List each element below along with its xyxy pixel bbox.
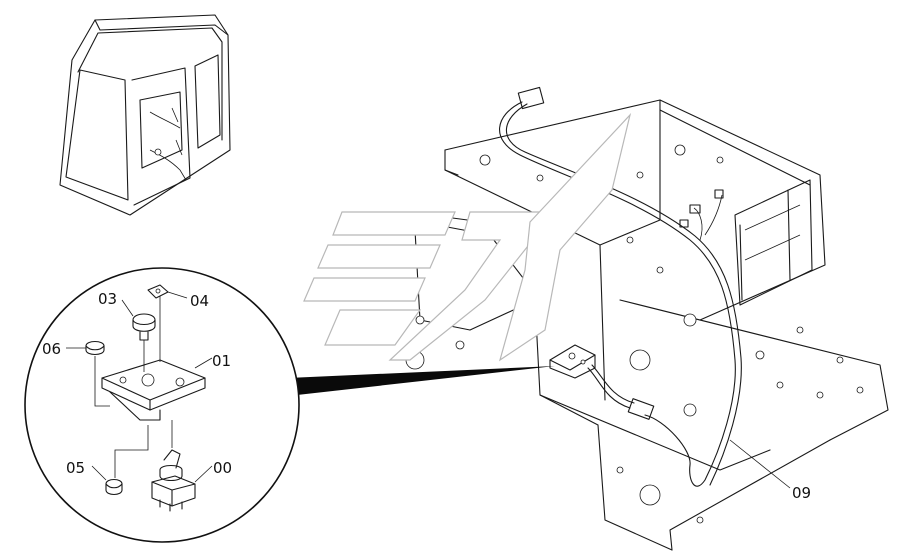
part-01-bracket: [101, 359, 206, 421]
callout-00: 00: [213, 459, 232, 477]
part-00-toggle-switch: [151, 449, 196, 512]
callout-03: 03: [98, 290, 117, 308]
wire-harness-09: [499, 86, 742, 487]
callout-09: 09: [792, 484, 811, 502]
zoom-pointer: [288, 366, 555, 396]
cab-thumbnail: [59, 14, 231, 216]
callout-06: 06: [42, 340, 61, 358]
part-06-grommet: [85, 340, 105, 356]
callout-01: 01: [212, 352, 231, 370]
leader-lines: [66, 291, 791, 489]
part-05-screw: [105, 478, 123, 496]
callout-05: 05: [66, 459, 85, 477]
mounted-switch-assembly: [549, 344, 596, 379]
callout-04: 04: [190, 292, 209, 310]
watermark-logo: [303, 112, 632, 362]
machine-frame: [405, 99, 889, 551]
